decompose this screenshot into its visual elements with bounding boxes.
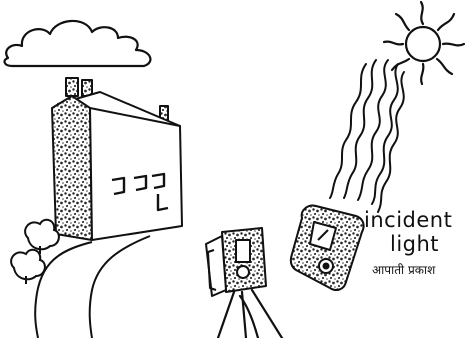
tripod	[218, 290, 282, 338]
bushes	[11, 220, 59, 284]
hindi-label: आपाती प्रकाश	[372, 261, 466, 278]
road	[35, 236, 150, 338]
light-meter-icon	[291, 206, 364, 290]
light-rays	[330, 60, 404, 212]
label-line1: incident	[364, 208, 464, 232]
incident-light-label: incident light	[364, 208, 464, 256]
camera-icon	[206, 228, 266, 296]
cloud-icon	[5, 21, 151, 66]
house-icon	[52, 78, 182, 240]
label-line2: light	[364, 232, 464, 256]
